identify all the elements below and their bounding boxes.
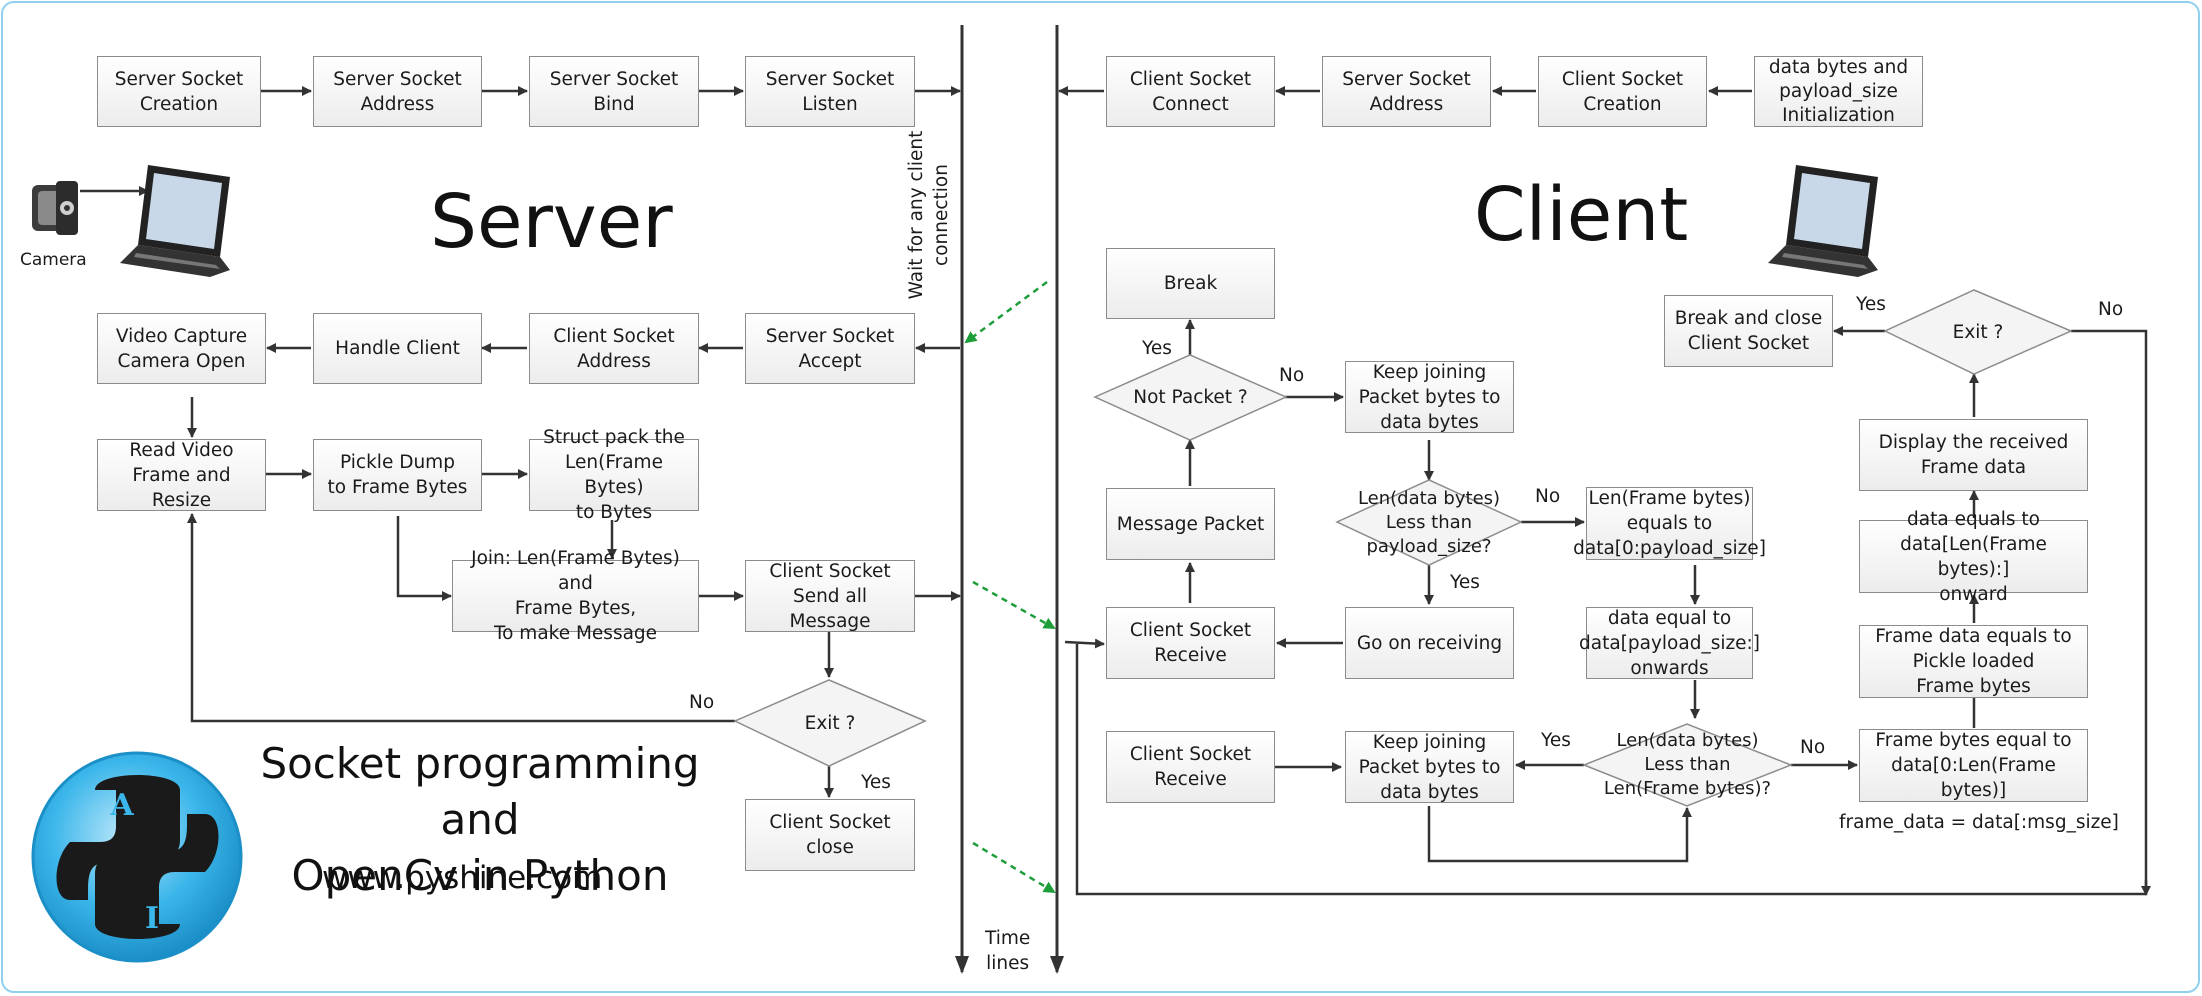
client-socket-close-box: Client Socket close <box>745 799 915 871</box>
video-capture-box: Video Capture Camera Open <box>97 313 266 384</box>
logo-icon: A I <box>31 751 243 963</box>
client-exit-diamond <box>1883 289 2073 375</box>
len-data-label-1: Len(data bytes) Less than payload_size? <box>1357 488 1501 557</box>
pickle-dump-box: Pickle Dump to Frame Bytes <box>313 439 482 511</box>
len-data-diamond-1 <box>1335 479 1523 566</box>
camera-label: Camera <box>20 250 87 270</box>
keep-joining-box-2: Keep joining Packet bytes to data bytes <box>1345 731 1514 803</box>
svg-text:I: I <box>145 901 159 936</box>
join-message-box: Join: Len(Frame Bytes) and Frame Bytes, … <box>452 548 699 644</box>
server-socket-listen-box: Server Socket Listen <box>745 56 915 127</box>
camera-icon <box>32 181 78 235</box>
svg-text:A: A <box>109 788 134 823</box>
handle-client-box: Handle Client <box>313 313 482 384</box>
wait-connection-label: Wait for any client connection <box>906 130 952 300</box>
display-frame-box: Display the received Frame data <box>1859 419 2088 491</box>
client-exit-yes-label: Yes <box>1856 294 1886 315</box>
break-close-box: Break and close Client Socket <box>1664 295 1833 367</box>
client-exit-no-label: No <box>2098 299 2124 320</box>
len-data-1-no-label: No <box>1535 486 1561 507</box>
client-socket-creation-box: Client Socket Creation <box>1538 56 1707 127</box>
struct-pack-box: Struct pack the Len(Frame Bytes) to Byte… <box>529 427 699 523</box>
len-data-2-no-label: No <box>1800 737 1826 758</box>
message-packet-box: Message Packet <box>1106 488 1275 560</box>
server-exit-label: Exit ? <box>804 712 856 734</box>
not-packet-yes-label: Yes <box>1142 338 1172 359</box>
len-data-diamond-2 <box>1581 723 1794 807</box>
data-onward-box: data equals to data[Len(Frame bytes):] o… <box>1859 509 2088 605</box>
laptop-icon-server <box>120 165 230 277</box>
subtitle: Socket programming and OpenCv in Python <box>260 739 700 900</box>
frame-bytes-equal-box: Frame bytes equal to data[0:Len(Frame by… <box>1859 729 2088 802</box>
not-packet-label: Not Packet ? <box>1133 387 1248 408</box>
client-socket-address-box: Client Socket Address <box>529 313 699 384</box>
break-box: Break <box>1106 248 1275 319</box>
send-all-box: Client Socket Send all Message <box>745 560 915 632</box>
server-exit-no-label: No <box>689 692 715 713</box>
laptop-icon-client <box>1768 165 1878 277</box>
not-packet-no-label: No <box>1279 365 1305 386</box>
len-data-label-2: Len(data bytes) Less than Len(Frame byte… <box>1603 730 1772 799</box>
go-on-receiving-box: Go on receiving <box>1345 607 1514 679</box>
len-frame-equals-box: Len(Frame bytes) equals to data[0:payloa… <box>1573 487 1766 560</box>
server-exit-diamond <box>733 679 927 767</box>
server-socket-address-box: Server Socket Address <box>313 56 482 127</box>
server-socket-accept-box: Server Socket Accept <box>745 313 915 384</box>
len-data-1-yes-label: Yes <box>1450 572 1480 593</box>
len-data-2-yes-label: Yes <box>1541 730 1571 751</box>
frame-data-pickle-box: Frame data equals to Pickle loaded Frame… <box>1859 625 2088 698</box>
frame-data-note: frame_data = data[:msg_size] <box>1839 812 2119 833</box>
client-receive-box-1: Client Socket Receive <box>1106 607 1275 679</box>
client-title: Client <box>1474 172 1689 258</box>
server-exit-yes-label: Yes <box>861 772 891 793</box>
client-socket-connect-box: Client Socket Connect <box>1106 56 1275 127</box>
not-packet-diamond <box>1093 354 1288 441</box>
keep-joining-box-1: Keep joining Packet bytes to data bytes <box>1345 361 1514 433</box>
website-url: www.pyshine.com <box>322 860 603 896</box>
data-equal-box: data equal to data[payload_size:] onward… <box>1578 607 1761 679</box>
client-receive-box-2: Client Socket Receive <box>1106 731 1275 803</box>
server-socket-creation-box: Server Socket Creation <box>97 56 261 127</box>
data-bytes-init-box: data bytes and payload_size Initializati… <box>1754 56 1923 127</box>
read-frame-box: Read Video Frame and Resize <box>97 439 266 511</box>
timelines-label: Time lines <box>985 928 1031 974</box>
server-socket-bind-box: Server Socket Bind <box>529 56 699 127</box>
server-title: Server <box>430 179 673 265</box>
client-exit-label: Exit ? <box>1952 321 2004 343</box>
client-server-address-box: Server Socket Address <box>1322 56 1491 127</box>
